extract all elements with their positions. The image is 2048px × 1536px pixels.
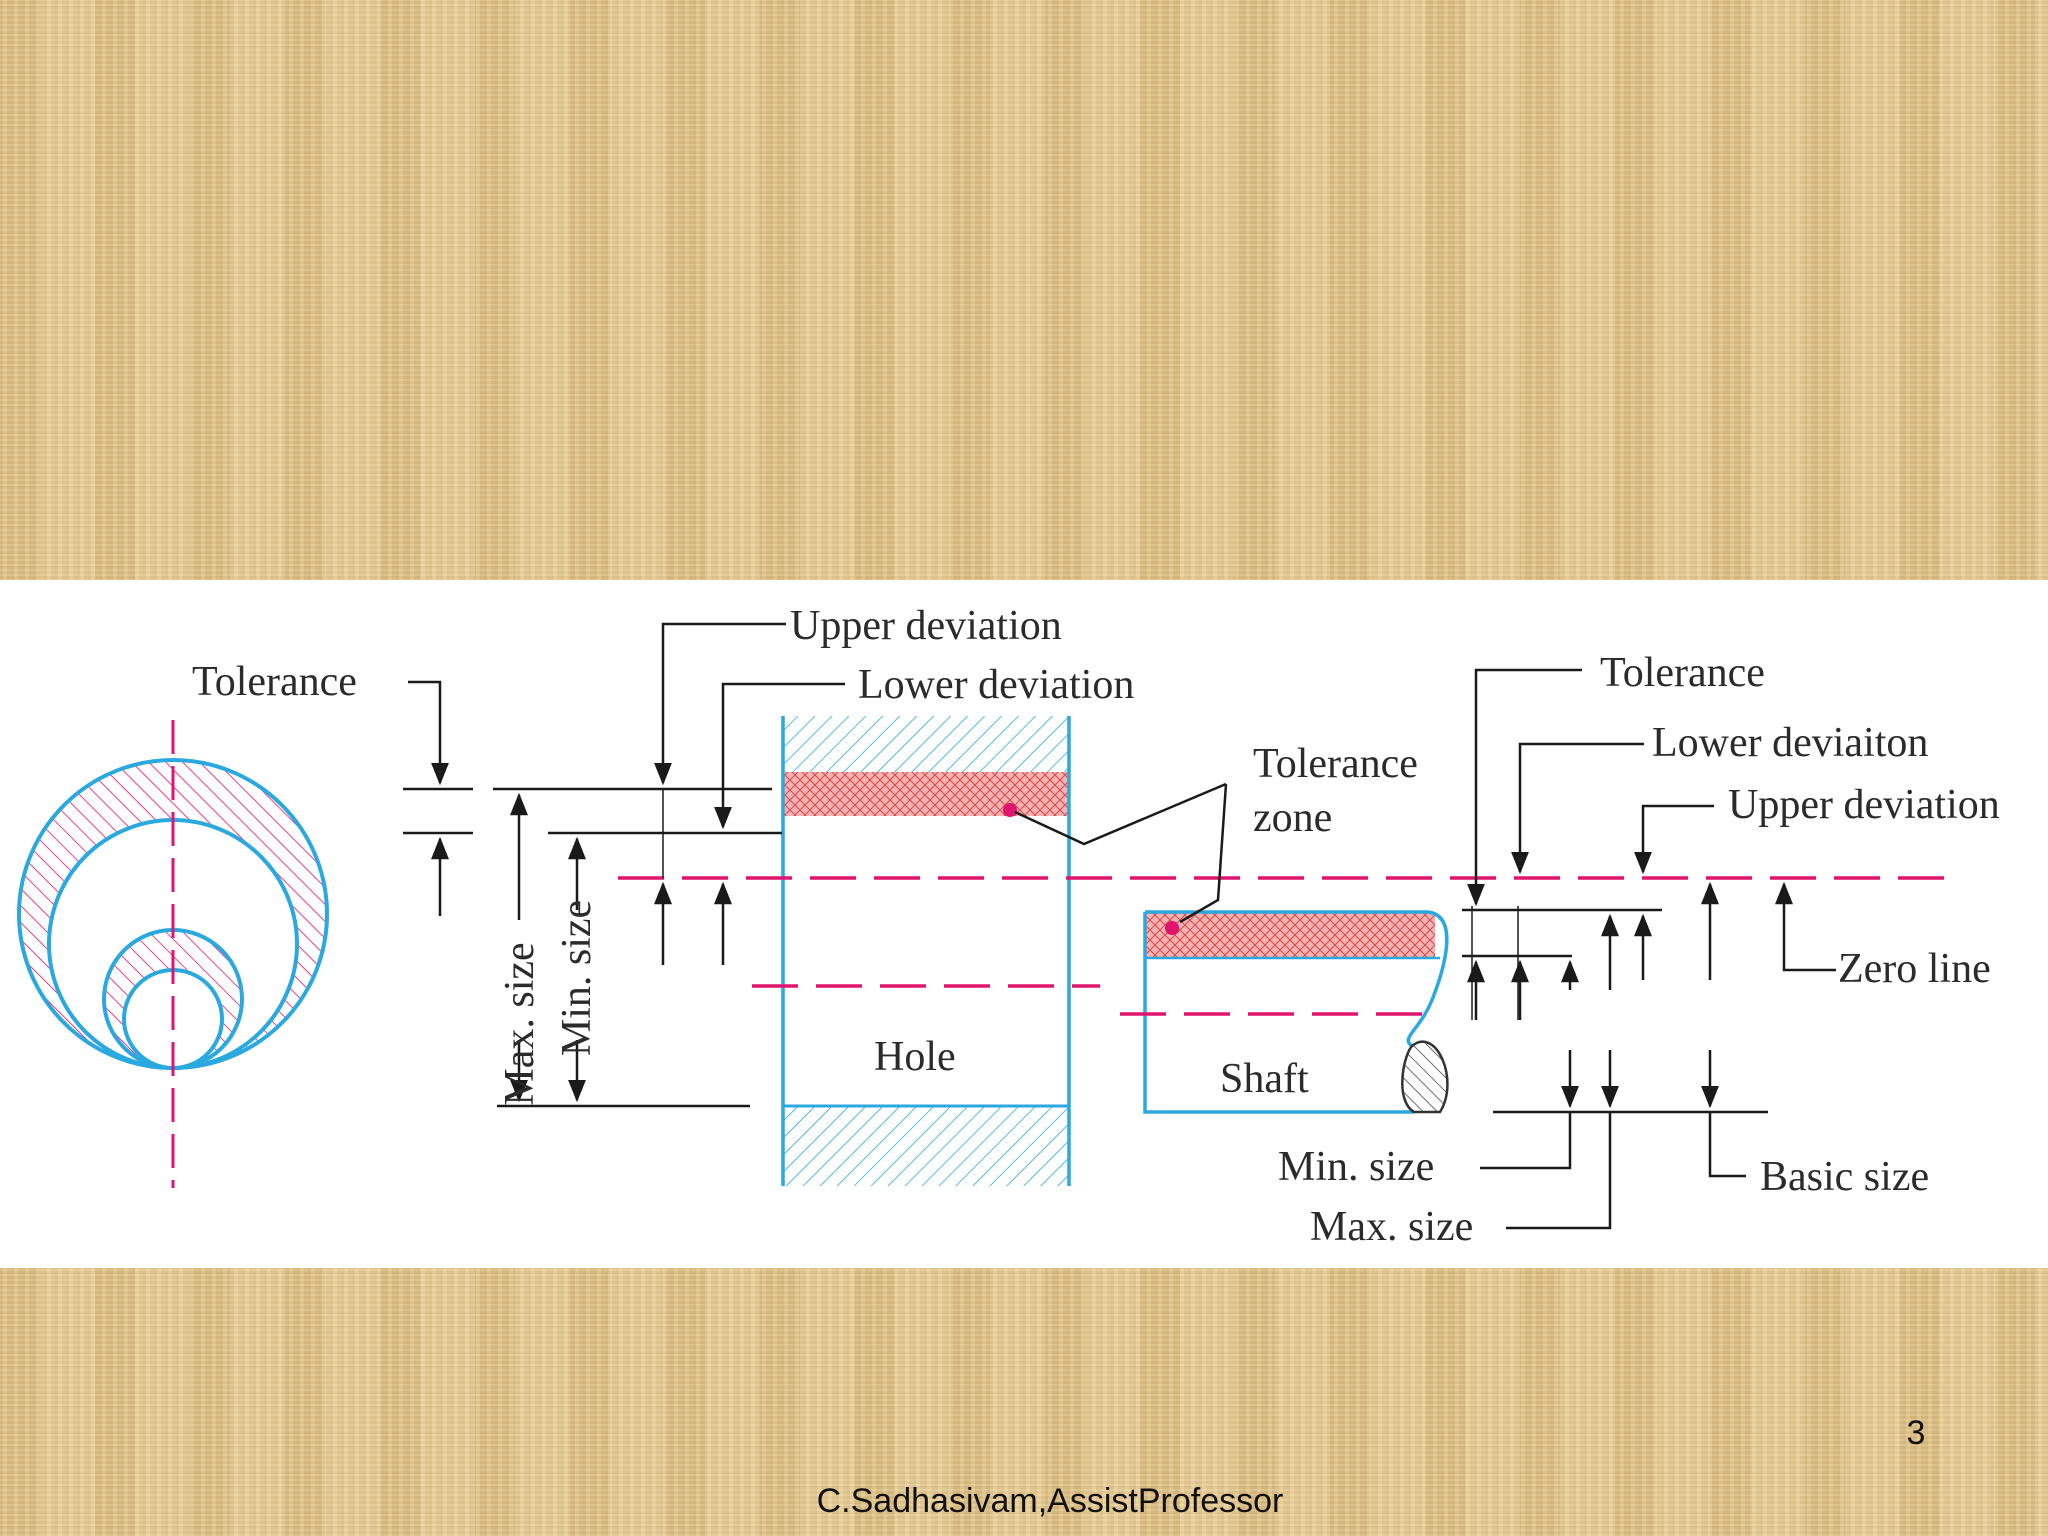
- label-tolerance-zone-line1: Tolerance: [1253, 741, 1418, 787]
- label-tolerance-zone-line2: zone: [1253, 795, 1332, 841]
- circles-view: [17, 720, 329, 1188]
- zone-dot-shaft: [1165, 921, 1179, 935]
- zone-dot-hole: [1003, 803, 1017, 817]
- label-upper-deviation-shaft: Upper deviation: [1728, 782, 2000, 828]
- hole-dimensions: [403, 622, 1228, 1108]
- label-shaft: Shaft: [1220, 1056, 1309, 1102]
- label-zero-line: Zero line: [1838, 946, 1991, 992]
- hole-block: [781, 716, 1071, 1186]
- label-min-size-shaft: Min. size: [1278, 1144, 1434, 1190]
- label-tolerance-right: Tolerance: [1600, 650, 1765, 696]
- label-hole: Hole: [874, 1034, 956, 1080]
- label-lower-deviaiton-shaft: Lower deviaiton: [1652, 720, 1928, 766]
- label-lower-deviation-hole: Lower deviation: [858, 662, 1134, 708]
- shaft-dimensions: [1462, 668, 1836, 1230]
- label-min-size-hole: Min. size: [554, 900, 600, 1056]
- label-basic-size: Basic size: [1760, 1154, 1929, 1200]
- label-max-size-hole: Max. size: [497, 942, 543, 1105]
- footer-author: C.Sadhasivam,AssistProfessor: [816, 1482, 1284, 1520]
- shaft-block: [1143, 910, 1449, 1114]
- label-max-size-shaft: Max. size: [1310, 1204, 1473, 1250]
- label-tolerance-left: Tolerance: [192, 659, 357, 705]
- slide-number: 3: [1906, 1414, 1926, 1452]
- label-upper-deviation-hole: Upper deviation: [790, 603, 1062, 649]
- tolerance-diagram: Tolerance Upper deviation Lower deviatio…: [0, 580, 2048, 1268]
